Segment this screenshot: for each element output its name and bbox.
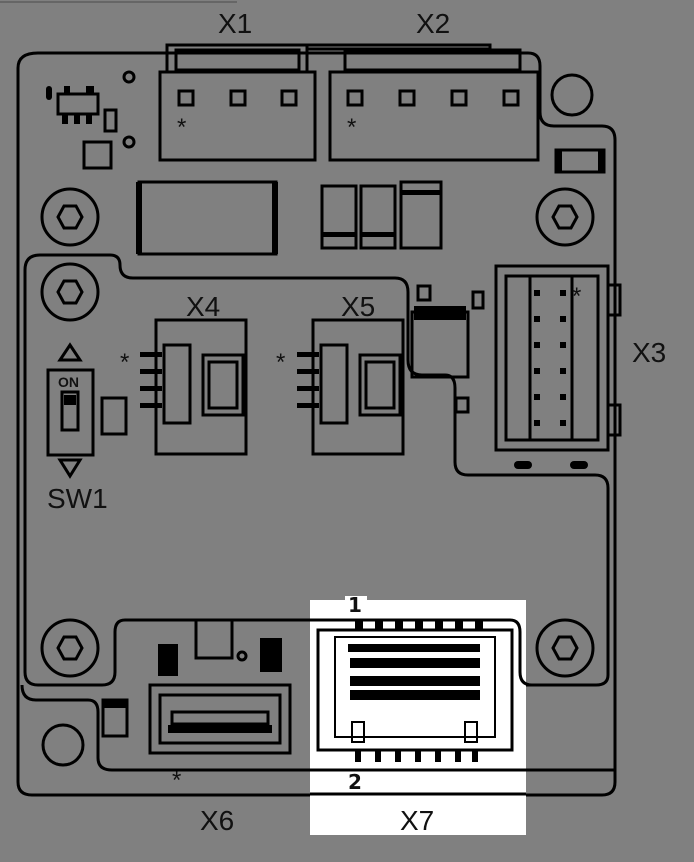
label-x1: X1 <box>218 8 252 39</box>
connector-x2 <box>305 43 540 162</box>
connector-x4 <box>140 318 248 456</box>
via <box>122 135 136 149</box>
label-x3: X3 <box>632 337 666 368</box>
mounting-hole <box>40 618 100 678</box>
pin1-marker: * <box>177 114 186 141</box>
connector-x7 <box>310 618 533 796</box>
x7-pin1-label: 1 <box>348 593 362 617</box>
pin1-marker: * <box>276 349 285 376</box>
ic-sot <box>46 86 118 170</box>
sw1-on-label: ON <box>58 374 79 390</box>
label-x5: X5 <box>341 291 375 322</box>
board-outline <box>16 51 617 797</box>
plain-hole <box>41 723 85 767</box>
inner-outline <box>23 253 610 687</box>
x6-components <box>101 618 282 738</box>
pin1-marker: * <box>120 349 129 376</box>
label-x6: X6 <box>200 805 234 836</box>
mounting-hole <box>535 618 595 678</box>
ic-regulator <box>410 284 485 414</box>
label-x2: X2 <box>416 8 450 39</box>
mounting-hole <box>40 262 100 322</box>
via <box>122 70 136 84</box>
connector-x1 <box>158 43 317 162</box>
lower-outline <box>20 684 615 772</box>
inductor <box>136 180 278 256</box>
mounting-hole <box>40 187 100 247</box>
x7-highlight <box>310 600 526 835</box>
switch-sw1 <box>46 342 128 479</box>
diodes <box>320 180 443 250</box>
small-component <box>554 148 606 174</box>
mounting-hole <box>535 187 595 247</box>
label-x4: X4 <box>186 291 220 322</box>
x7-pin2-label: 2 <box>348 770 362 794</box>
pin1-marker: * <box>572 283 581 310</box>
label-sw1: SW1 <box>47 483 108 514</box>
label-x7: X7 <box>400 805 434 836</box>
pin1-marker: * <box>172 767 181 794</box>
plain-hole <box>550 73 594 117</box>
pin1-marker: * <box>347 114 356 141</box>
connector-x3 <box>494 264 622 469</box>
connector-x5 <box>297 318 405 456</box>
connector-x6 <box>148 683 292 755</box>
